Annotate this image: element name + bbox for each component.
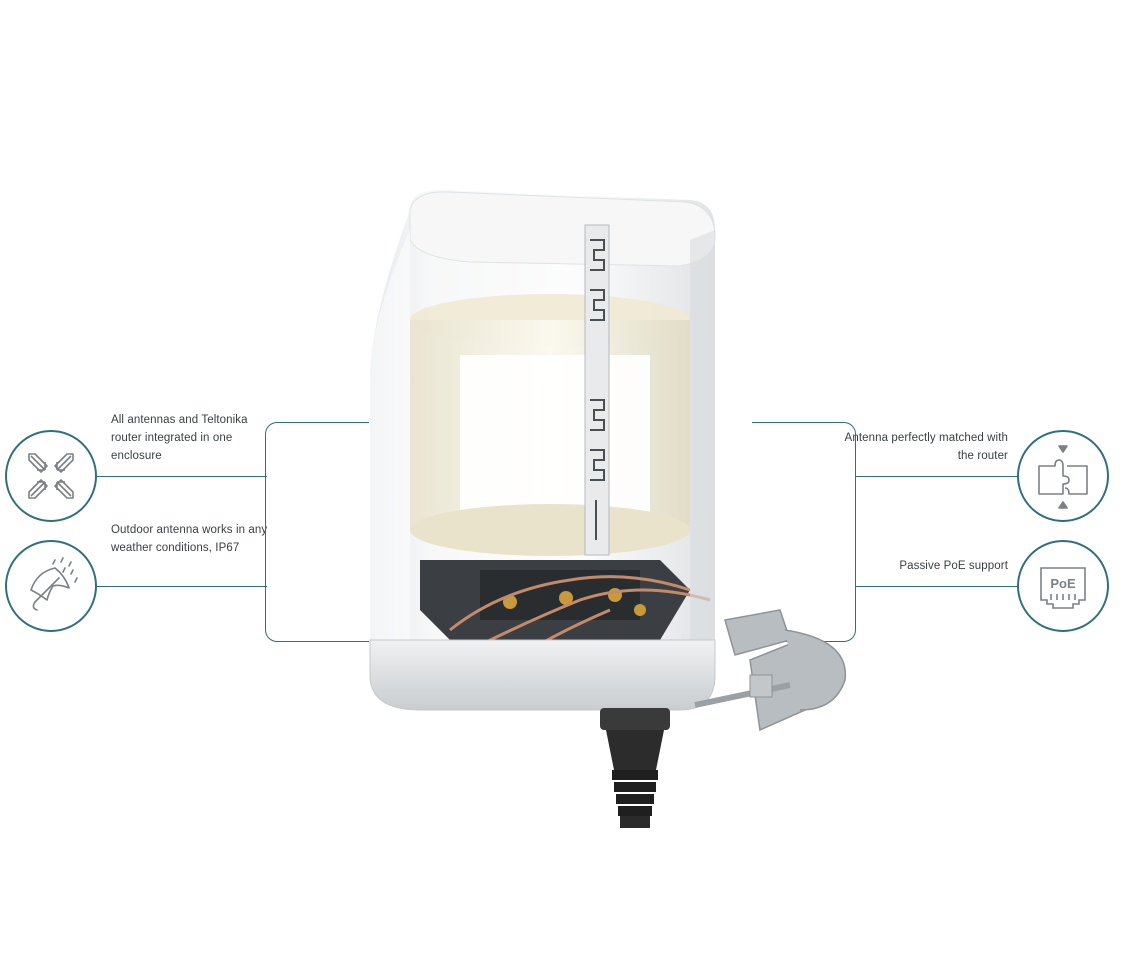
feature-label-outdoor: Outdoor antenna works in any weather con… (111, 524, 268, 554)
poe-label: PoE (1050, 576, 1076, 591)
connector-line (855, 476, 1018, 477)
feature-label-poe: Passive PoE support (899, 560, 1008, 572)
feature-label-matched: Antenna perfectly matched with the route… (844, 432, 1008, 462)
arrows-inward-icon (5, 430, 97, 522)
puzzle-icon (1017, 430, 1109, 522)
poe-port-icon: PoE (1017, 540, 1109, 632)
feature-label-integrated: All antennas and Teltonika router integr… (111, 414, 248, 462)
connector-line (97, 476, 267, 477)
connector-line (97, 586, 267, 587)
antenna-enclosure-illustration (330, 170, 850, 830)
connector-bracket-left (265, 422, 369, 642)
connector-line (855, 586, 1018, 587)
umbrella-rain-icon (5, 540, 97, 632)
